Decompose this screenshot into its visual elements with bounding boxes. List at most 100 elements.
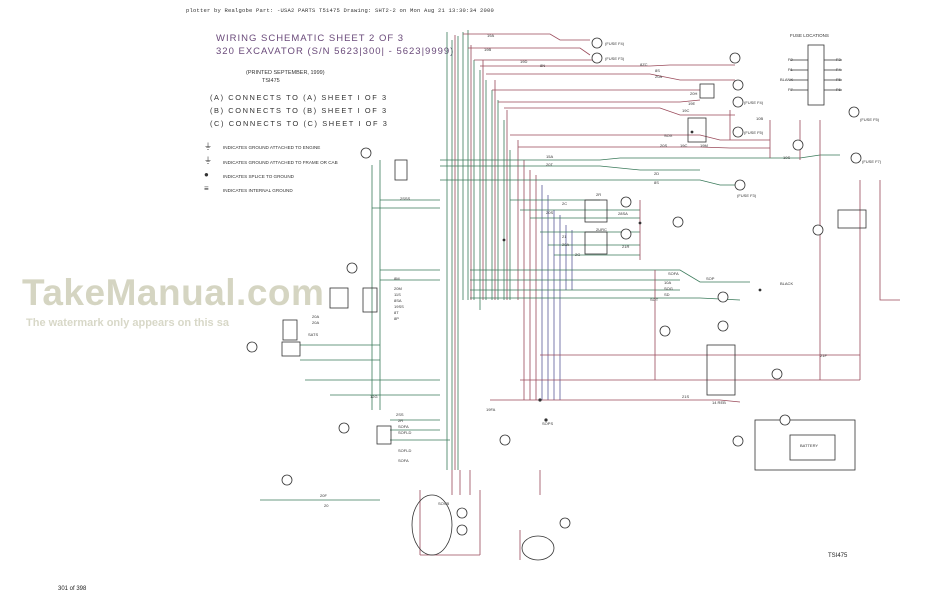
legend-splice-ground: INDICATES SPLICE TO GROUND <box>223 174 294 179</box>
right-wire-runs <box>490 110 900 403</box>
connection-note-a: (A) CONNECTS TO (A) SHEET I OF 3 <box>210 93 388 102</box>
svg-text:8S: 8S <box>655 68 660 73</box>
connector-left-b <box>362 287 378 313</box>
legend-internal-ground: INDICATES INTERNAL GROUND <box>223 188 293 193</box>
watermark-note: The watermark only appears on this sa <box>26 317 229 329</box>
svg-text:10B: 10B <box>756 116 763 121</box>
connector-right-b <box>687 117 707 143</box>
svg-text:8S: 8S <box>654 180 659 185</box>
connector-left-a <box>329 287 349 309</box>
svg-text:10A: 10A <box>664 280 671 285</box>
left-wire-runs <box>260 160 450 501</box>
svg-text:SOFLD: SOFLD <box>398 430 411 435</box>
svg-text:20A: 20A <box>312 320 319 325</box>
svg-text:SATS: SATS <box>308 332 318 337</box>
svg-text:14 REB: 14 REB <box>712 400 726 405</box>
connector-top-left <box>394 159 408 181</box>
connector-left-e <box>376 425 392 445</box>
svg-text:11S: 11S <box>394 292 401 297</box>
svg-text:8N: 8N <box>540 63 545 68</box>
svg-text:SOFA: SOFA <box>668 271 679 276</box>
svg-text:SOP: SOP <box>706 276 715 281</box>
svg-text:2SS: 2SS <box>396 412 404 417</box>
svg-text:20M: 20M <box>394 286 402 291</box>
relay-lower <box>584 231 608 255</box>
svg-text:10S: 10S <box>783 155 790 160</box>
printed-date: (PRINTED SEPTEMBER, 1999) <box>246 70 325 76</box>
document-id: TSI475 <box>828 553 848 559</box>
connector-right-a <box>699 83 715 99</box>
svg-text:19D: 19D <box>520 59 527 64</box>
alternator-component <box>411 494 453 556</box>
svg-text:(FUSE F5): (FUSE F5) <box>860 117 880 122</box>
svg-text:12G: 12G <box>370 394 378 399</box>
svg-text:19C: 19C <box>682 108 689 113</box>
svg-text:SOFA: SOFA <box>398 458 409 463</box>
svg-text:20A: 20A <box>655 74 662 79</box>
svg-text:F2: F2 <box>788 57 793 62</box>
svg-text:SOG: SOG <box>664 286 673 291</box>
svg-text:SOX: SOX <box>664 133 673 138</box>
page-number: 301 of 398 <box>58 586 87 592</box>
frame-ground-icon: ⏚ <box>204 156 212 165</box>
connection-note-c: (C) CONNECTS TO (C) SHEET I OF 3 <box>210 119 389 128</box>
model-title: 320 EXCAVATOR (S/N 5623|300| - 5623|9999… <box>216 46 455 57</box>
svg-text:20: 20 <box>324 503 329 508</box>
svg-text:19E: 19E <box>688 101 695 106</box>
svg-text:2R: 2R <box>596 192 601 197</box>
svg-text:19SS: 19SS <box>394 304 404 309</box>
relay-block <box>837 209 867 229</box>
svg-text:BATTERY: BATTERY <box>800 443 818 448</box>
svg-text:(FUSE F5): (FUSE F5) <box>744 130 764 135</box>
svg-text:(FUSE F3): (FUSE F3) <box>737 193 757 198</box>
svg-text:19C: 19C <box>680 143 687 148</box>
svg-text:19A: 19A <box>487 33 494 38</box>
harness-bundle-red <box>454 35 537 470</box>
svg-text:F5: F5 <box>836 77 841 82</box>
svg-text:19B: 19B <box>484 47 491 52</box>
svg-text:20A: 20A <box>312 314 319 319</box>
watermark-brand: TakeManual.com <box>22 272 325 313</box>
svg-text:19M: 19M <box>700 143 708 148</box>
harness-bundle-blue <box>541 185 573 400</box>
svg-text:F3: F3 <box>836 57 841 62</box>
connector-left-c <box>282 319 298 341</box>
svg-text:BLANK: BLANK <box>780 77 793 82</box>
svg-text:F4: F4 <box>836 67 841 72</box>
svg-text:(FUSE F7): (FUSE F7) <box>862 159 882 164</box>
engine-ground-icon: ⏚ <box>204 142 212 151</box>
svg-text:20H: 20H <box>690 91 697 96</box>
svg-text:19FA: 19FA <box>486 407 496 412</box>
svg-text:15A: 15A <box>546 154 553 159</box>
connection-note-b: (B) CONNECTS TO (B) SHEET I OF 3 <box>210 106 388 115</box>
splice-dots <box>502 130 762 422</box>
svg-text:8M: 8M <box>394 276 400 281</box>
svg-text:20S: 20S <box>660 143 667 148</box>
svg-text:SOT: SOT <box>650 297 659 302</box>
connector-left-d <box>281 341 301 357</box>
schematic-title: WIRING SCHEMATIC SHEET 2 OF 3 <box>216 33 405 44</box>
svg-text:2G: 2G <box>575 252 580 257</box>
relay-component <box>706 344 736 396</box>
svg-text:20F: 20F <box>320 493 327 498</box>
svg-text:(FUSE F4): (FUSE F4) <box>605 41 625 46</box>
battery-box <box>754 419 856 471</box>
svg-text:SOFA: SOFA <box>398 424 409 429</box>
svg-text:28SA: 28SA <box>618 211 628 216</box>
svg-text:SOPS: SOPS <box>542 421 553 426</box>
svg-text:20A: 20A <box>562 242 569 247</box>
legend-engine-ground: INDICATES GROUND ATTACHED TO ENGINE <box>223 145 321 150</box>
top-wire-runs <box>463 33 770 149</box>
svg-text:21F: 21F <box>820 353 827 358</box>
svg-text:BLACK: BLACK <box>780 281 793 286</box>
fuse-locations-title: FUSE LOCATIONS <box>790 33 829 38</box>
svg-text:F6: F6 <box>836 87 841 92</box>
svg-text:8ZC: 8ZC <box>640 62 648 67</box>
harness-bundle-green <box>446 30 511 470</box>
svg-text:(FUSE F4): (FUSE F4) <box>744 100 764 105</box>
svg-text:20S: 20S <box>546 210 553 215</box>
battery-symbol <box>789 434 836 461</box>
svg-text:(FUSE F3): (FUSE F3) <box>605 56 625 61</box>
